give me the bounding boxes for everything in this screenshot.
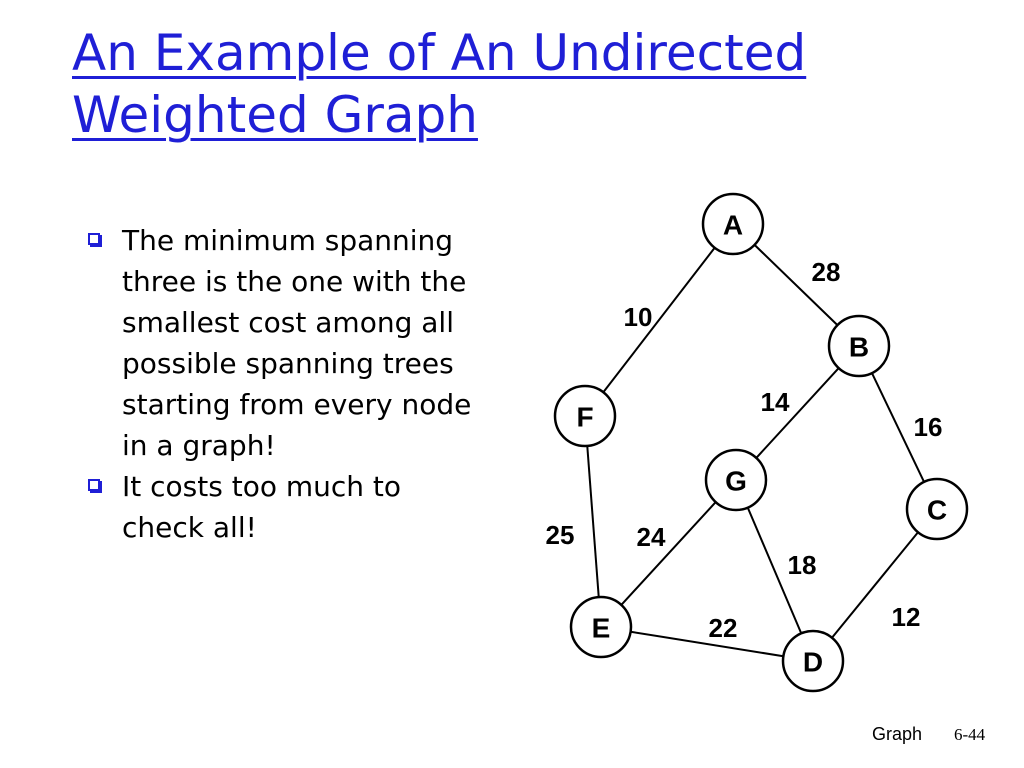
edge-f-e bbox=[586, 445, 600, 598]
node-label: B bbox=[849, 332, 869, 363]
edge-weight-label: 22 bbox=[709, 613, 738, 643]
node-circle bbox=[553, 384, 617, 448]
square-bullet-icon bbox=[88, 233, 102, 247]
square-bullet-icon bbox=[88, 479, 102, 493]
edge-c-d bbox=[831, 531, 919, 639]
node-d: D bbox=[781, 629, 845, 693]
edge-g-d bbox=[746, 507, 803, 634]
node-circle bbox=[781, 629, 845, 693]
node-label: D bbox=[803, 647, 823, 678]
edge-weight-label: 16 bbox=[914, 412, 943, 442]
node-c: C bbox=[905, 477, 969, 541]
edge-weight-label: 18 bbox=[788, 550, 817, 580]
node-e: E bbox=[569, 595, 633, 659]
edge-g-e bbox=[620, 501, 717, 606]
edge-e-d bbox=[630, 630, 784, 658]
bullet-text: It costs too much to check all! bbox=[122, 470, 402, 544]
edge-a-f bbox=[602, 247, 716, 393]
slide-title: An Example of An Undirected Weighted Gra… bbox=[72, 22, 972, 146]
edge-a-b bbox=[753, 244, 839, 326]
node-layer: A B C D E F G bbox=[553, 192, 969, 693]
bullet-list: The minimum spanning three is the one wi… bbox=[84, 220, 484, 548]
node-label: C bbox=[927, 495, 947, 526]
node-circle bbox=[701, 192, 765, 256]
node-b: B bbox=[827, 314, 891, 378]
node-circle bbox=[569, 595, 633, 659]
edge-weight-label: 25 bbox=[546, 520, 575, 550]
weight-label-layer: 10 28 14 16 25 24 18 22 12 bbox=[546, 257, 943, 643]
edge-weight-label: 14 bbox=[761, 387, 790, 417]
node-circle bbox=[827, 314, 891, 378]
node-label: G bbox=[725, 466, 747, 497]
node-a: A bbox=[701, 192, 765, 256]
edge-b-g bbox=[755, 367, 840, 459]
node-label: E bbox=[592, 613, 611, 644]
edge-weight-label: 28 bbox=[812, 257, 841, 287]
page-number: 6-44 bbox=[954, 725, 986, 744]
title-line-2: Weighted Graph bbox=[72, 86, 478, 144]
node-g: G bbox=[704, 448, 768, 512]
edge-weight-label: 12 bbox=[892, 602, 921, 632]
bullet-item: The minimum spanning three is the one wi… bbox=[84, 220, 484, 466]
node-label: F bbox=[576, 402, 593, 433]
node-f: F bbox=[553, 384, 617, 448]
node-label: A bbox=[723, 210, 743, 241]
edge-layer bbox=[586, 244, 925, 658]
edge-weight-label: 10 bbox=[624, 302, 653, 332]
edge-b-c bbox=[871, 372, 925, 483]
node-circle bbox=[704, 448, 768, 512]
footer-label: Graph bbox=[872, 724, 923, 744]
title-line-1: An Example of An Undirected bbox=[72, 24, 807, 82]
edge-weight-label: 24 bbox=[637, 522, 666, 552]
bullet-item: It costs too much to check all! bbox=[84, 466, 484, 548]
node-circle bbox=[905, 477, 969, 541]
bullet-text: The minimum spanning three is the one wi… bbox=[122, 224, 472, 462]
